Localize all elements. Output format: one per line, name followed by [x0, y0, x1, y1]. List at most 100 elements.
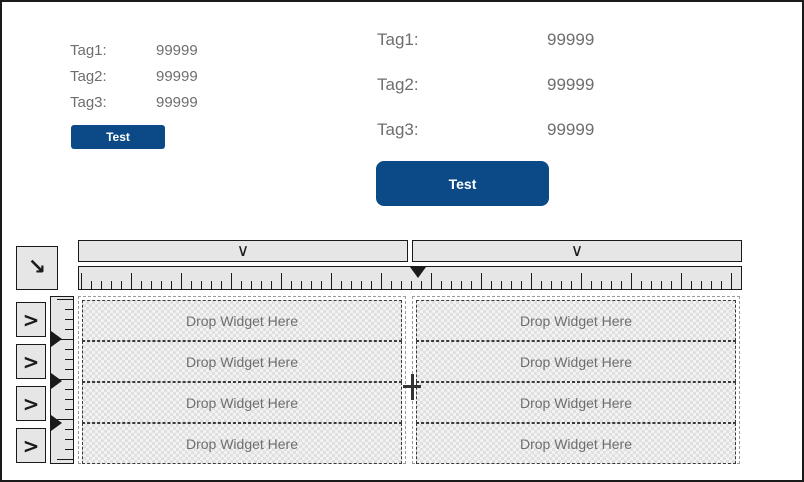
tag-value: 99999 [156, 68, 198, 85]
ruler-tick [711, 281, 712, 289]
ruler-tick [65, 309, 73, 310]
ruler-tick [91, 281, 92, 289]
ruler-tick [671, 281, 672, 289]
ruler-tick [591, 281, 592, 289]
ruler-tick [511, 281, 512, 289]
drop-zone-label: Drop Widget Here [185, 312, 299, 329]
drop-zone-cell[interactable]: Drop Widget Here [416, 382, 736, 423]
tag-value: 99999 [547, 120, 595, 139]
tag-row: Tag1: 99999 [377, 30, 717, 75]
ruler-tick [141, 281, 142, 289]
arrow-down-right-icon[interactable]: ↘ [16, 246, 58, 290]
ruler-tick [301, 281, 302, 289]
ruler-tick [57, 299, 73, 300]
chevron-right-icon: > [22, 433, 40, 458]
ruler-tick [571, 281, 572, 289]
ruler-tick [621, 281, 622, 289]
ruler-tick [651, 281, 652, 289]
ruler-tick [231, 273, 232, 289]
chevron-right-icon: > [22, 391, 40, 416]
vertical-ruler[interactable] [50, 296, 74, 464]
ruler-tick [351, 281, 352, 289]
row-header-0[interactable]: > [16, 302, 46, 337]
ruler-tick [551, 281, 552, 289]
drop-zone-cell[interactable]: Drop Widget Here [82, 423, 402, 464]
drop-zone-label: Drop Widget Here [185, 353, 299, 370]
row-split-marker[interactable] [51, 331, 62, 347]
ruler-tick [391, 281, 392, 289]
ruler-tick [371, 281, 372, 289]
ruler-tick [57, 459, 73, 460]
tag-value: 99999 [547, 75, 595, 94]
tag-value: 99999 [156, 94, 198, 111]
row-split-marker[interactable] [51, 373, 62, 389]
tag-value: 99999 [547, 30, 595, 49]
drop-zone-cell[interactable]: Drop Widget Here [82, 300, 402, 341]
ruler-tick [421, 281, 422, 289]
ruler-tick [221, 281, 222, 289]
ruler-tick [491, 281, 492, 289]
ruler-tick [281, 273, 282, 289]
tag-label: Tag1: [70, 42, 107, 59]
ruler-tick [611, 281, 612, 289]
chevron-down-icon: ∨ [236, 240, 250, 261]
ruler-tick [441, 281, 442, 289]
drop-zone-cell[interactable]: Drop Widget Here [82, 341, 402, 382]
horizontal-ruler[interactable] [78, 266, 742, 290]
ruler-tick [65, 329, 73, 330]
ruler-tick [57, 339, 73, 340]
ruler-tick [261, 281, 262, 289]
ruler-tick [601, 281, 602, 289]
ruler-tick [81, 273, 82, 289]
row-header-3[interactable]: > [16, 428, 46, 463]
tag-row: Tag2: 99999 [70, 68, 330, 94]
ruler-tick [321, 281, 322, 289]
ruler-tick [641, 281, 642, 289]
ruler-tick [731, 273, 732, 289]
ruler-tick [341, 281, 342, 289]
ruler-tick [691, 281, 692, 289]
ruler-tick [311, 281, 312, 289]
column-split-marker[interactable] [410, 267, 426, 278]
test-button-large[interactable]: Test [376, 161, 549, 206]
tag-label: Tag3: [70, 94, 107, 111]
drop-zone-label: Drop Widget Here [185, 435, 299, 452]
tag-label: Tag1: [377, 30, 419, 49]
chevron-right-icon: > [22, 349, 40, 374]
ruler-tick [57, 379, 73, 380]
test-button-small[interactable]: Test [71, 125, 165, 149]
drop-zone-cell[interactable]: Drop Widget Here [416, 423, 736, 464]
tag-row: Tag3: 99999 [70, 94, 330, 120]
row-header-2[interactable]: > [16, 386, 46, 421]
row-split-marker[interactable] [51, 415, 62, 431]
chevron-down-icon: ∨ [570, 240, 584, 261]
ruler-tick [661, 281, 662, 289]
ruler-tick [701, 281, 702, 289]
row-header-1[interactable]: > [16, 344, 46, 379]
drop-zone-label: Drop Widget Here [519, 435, 633, 452]
drop-zone-cell[interactable]: Drop Widget Here [82, 382, 402, 423]
column-header-1[interactable]: ∨ [412, 240, 742, 262]
ruler-tick [531, 273, 532, 289]
drop-zone-label: Drop Widget Here [185, 394, 299, 411]
ruler-tick [361, 281, 362, 289]
ruler-tick [451, 281, 452, 289]
ruler-tick [471, 281, 472, 289]
drop-zone-cell[interactable]: Drop Widget Here [416, 300, 736, 341]
ruler-tick [151, 281, 152, 289]
chevron-right-icon: > [22, 307, 40, 332]
ruler-tick [101, 281, 102, 289]
ruler-tick [65, 349, 73, 350]
ruler-tick [65, 399, 73, 400]
drop-zone-cell[interactable]: Drop Widget Here [416, 341, 736, 382]
ruler-tick [161, 281, 162, 289]
tag-value: 99999 [156, 42, 198, 59]
column-header-0[interactable]: ∨ [78, 240, 408, 262]
drop-zone-label: Drop Widget Here [519, 394, 633, 411]
ruler-tick [171, 281, 172, 289]
ruler-tick [201, 281, 202, 289]
tag-row: Tag3: 99999 [377, 120, 717, 165]
